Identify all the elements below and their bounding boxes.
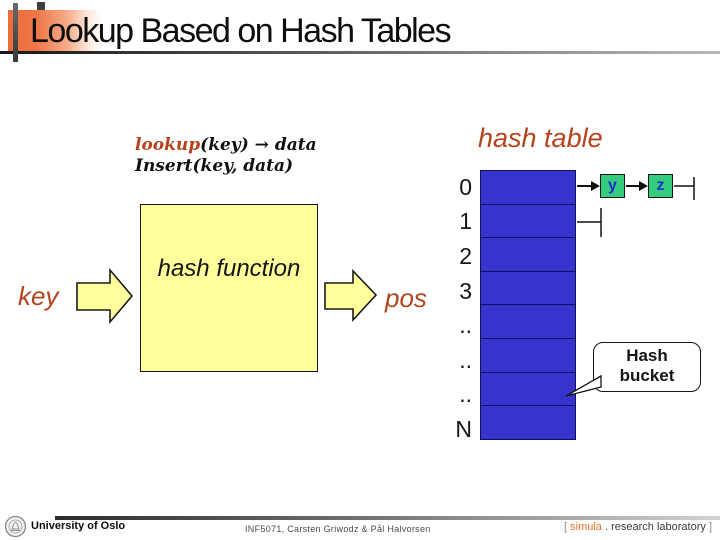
lab-bracket-close: ]	[708, 521, 712, 533]
title-accent-gradient	[8, 10, 102, 51]
row-index-label: ..	[459, 381, 472, 408]
footer-rule	[55, 516, 720, 520]
hash-bucket-cell	[480, 337, 576, 373]
title-accent-square	[37, 2, 45, 10]
simula-lab-credit: [ simula . research laboratory ]	[564, 521, 712, 533]
callout-line1: Hash	[626, 346, 668, 365]
pointer-arrowhead-y	[591, 181, 600, 191]
hash-bucket-cell	[480, 203, 576, 239]
insert-line: Insert(key, data)	[135, 156, 294, 176]
lab-name: . research laboratory	[604, 521, 706, 533]
chain-node-z: z	[648, 174, 673, 198]
hash-table-index-labels: 0 1 2 3...... N	[426, 170, 472, 447]
pointer-arrowhead-z	[639, 181, 648, 191]
chain-node-z-label: z	[656, 177, 665, 194]
hash-bucket-cell	[480, 270, 576, 306]
lab-brand: simula	[570, 521, 602, 533]
row-index-label: 2	[459, 242, 472, 269]
lookup-line: lookup(key) → data	[135, 135, 317, 156]
slide-title: Lookup Based on Hash Tables	[30, 12, 452, 50]
pos-label: pos	[385, 283, 427, 313]
title-underline	[0, 51, 720, 54]
lab-bracket-open: [	[564, 521, 568, 533]
chain-node-y: y	[600, 174, 625, 198]
title-accent-vbar	[13, 3, 18, 62]
row-index-label: ..	[459, 346, 472, 373]
row-index-label: ..	[459, 312, 472, 339]
row-index-label: 1	[459, 208, 472, 235]
hash-function-box: hash function	[140, 204, 318, 372]
hash-function-label: hash function	[157, 255, 301, 282]
hash-bucket-callout: Hash bucket	[593, 342, 701, 392]
hash-bucket-cell	[480, 371, 576, 407]
row-index-label: 0	[459, 173, 472, 200]
block-arrow-function-to-pos	[324, 269, 378, 323]
hash-bucket-cell	[480, 170, 576, 205]
university-name: University of Oslo	[31, 520, 126, 532]
lookup-keyword: lookup	[135, 135, 201, 155]
course-credit: INF5071, Carsten Griwodz & Pål Halvorsen	[245, 524, 431, 534]
callout-line2: bucket	[619, 366, 675, 385]
row-index-label: N	[455, 415, 472, 442]
block-arrow-key-to-function	[76, 267, 134, 325]
hash-bucket-cell	[480, 237, 576, 272]
hash-table-label: hash table	[478, 123, 603, 153]
hash-bucket-cell	[480, 405, 576, 440]
chain-node-y-label: y	[608, 177, 617, 194]
hash-table-buckets	[480, 170, 576, 440]
university-seal-logo	[4, 515, 27, 538]
key-label: key	[18, 281, 59, 311]
lookup-signature: (key) → data	[200, 135, 317, 155]
hash-bucket-cell	[480, 304, 576, 339]
row-index-label: 3	[459, 277, 472, 304]
pseudocode-block: lookup(key) → data Insert(key, data)	[135, 135, 317, 177]
